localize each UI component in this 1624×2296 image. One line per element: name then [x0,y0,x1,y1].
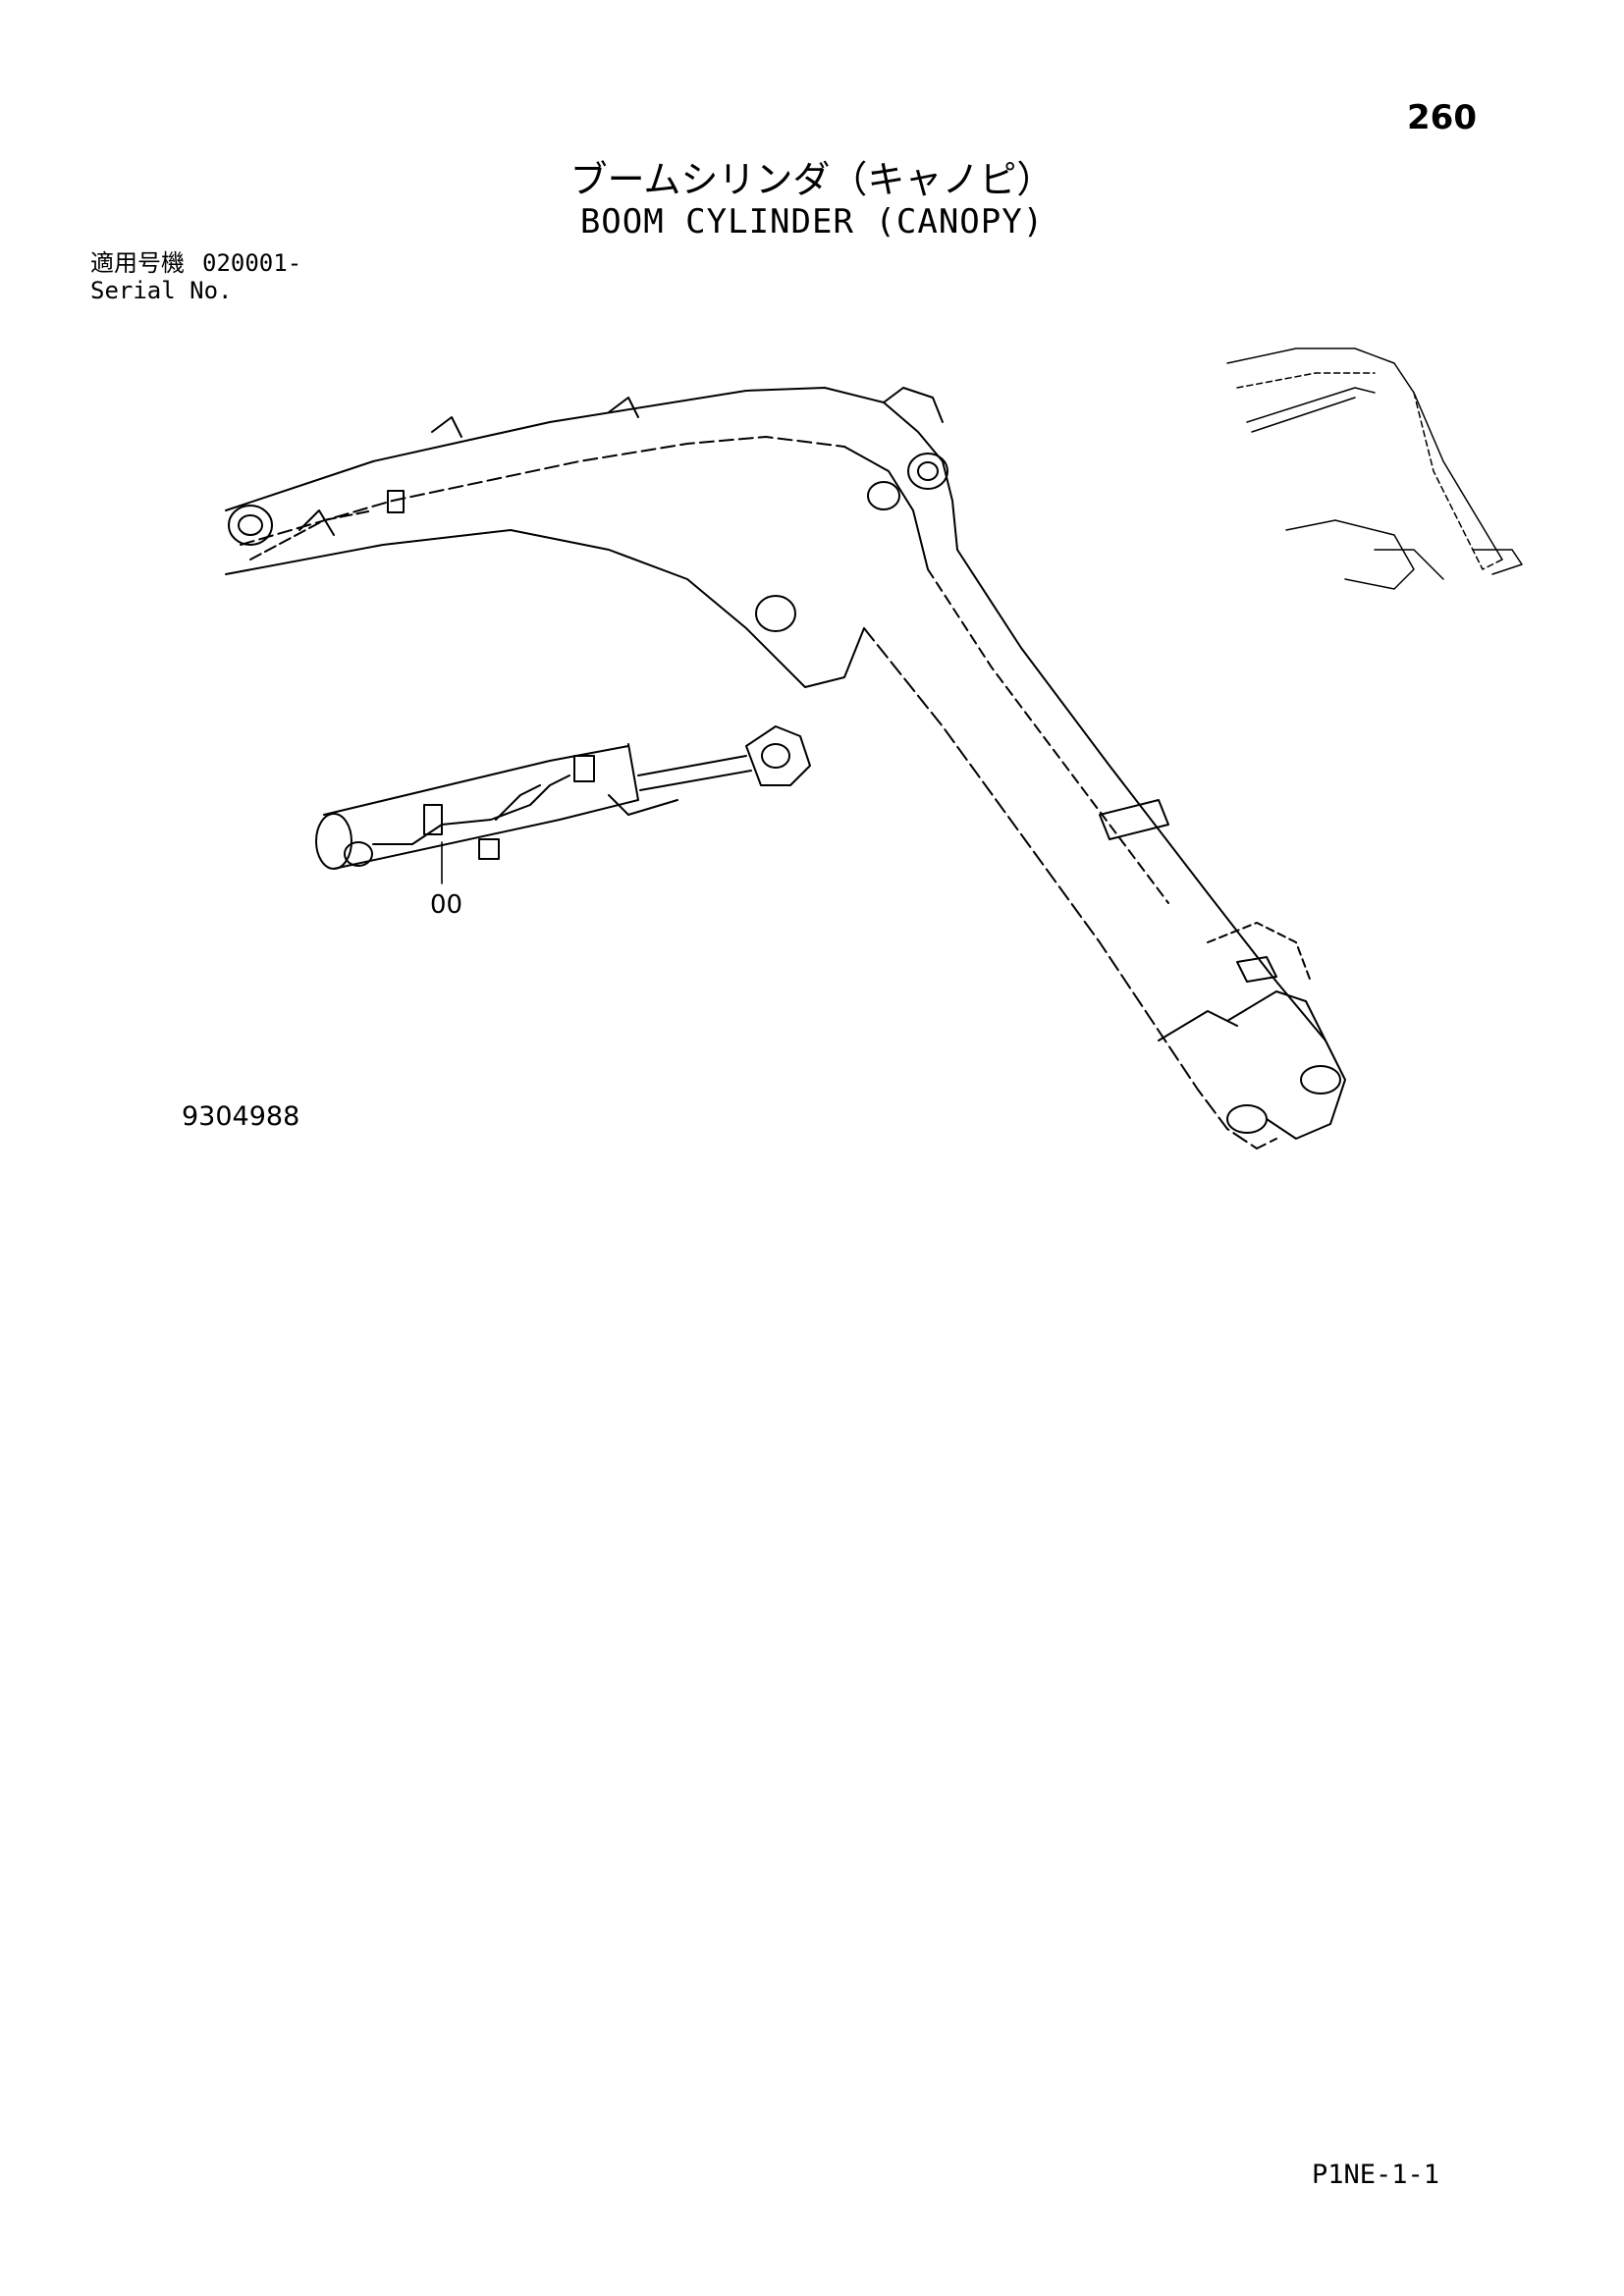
page-code: P1NE-1-1 [1311,2160,1439,2190]
serial-label-japanese: 適用号機 [90,249,185,277]
index-thumbnail-drawing [1226,347,1523,590]
serial-number-block: 適用号機 020001- Serial No. [90,249,301,304]
callout-cylinder: 00 [430,841,462,920]
page-title-english: BOOM CYLINDER (CANOPY) [579,202,1045,241]
drawing-number: 9304988 [182,1101,300,1132]
callout-label-cylinder: 00 [430,890,462,920]
page-number: 260 [1407,98,1477,137]
serial-value: 020001- [202,249,302,277]
boom-cylinder-drawing: 00 [225,347,1523,1149]
boom-arm [225,387,1346,1149]
serial-label-english: Serial No. [90,277,233,304]
boom-cylinder [315,725,811,870]
page-title-japanese: ブームシリンダ（キャノピ） [569,158,1055,201]
